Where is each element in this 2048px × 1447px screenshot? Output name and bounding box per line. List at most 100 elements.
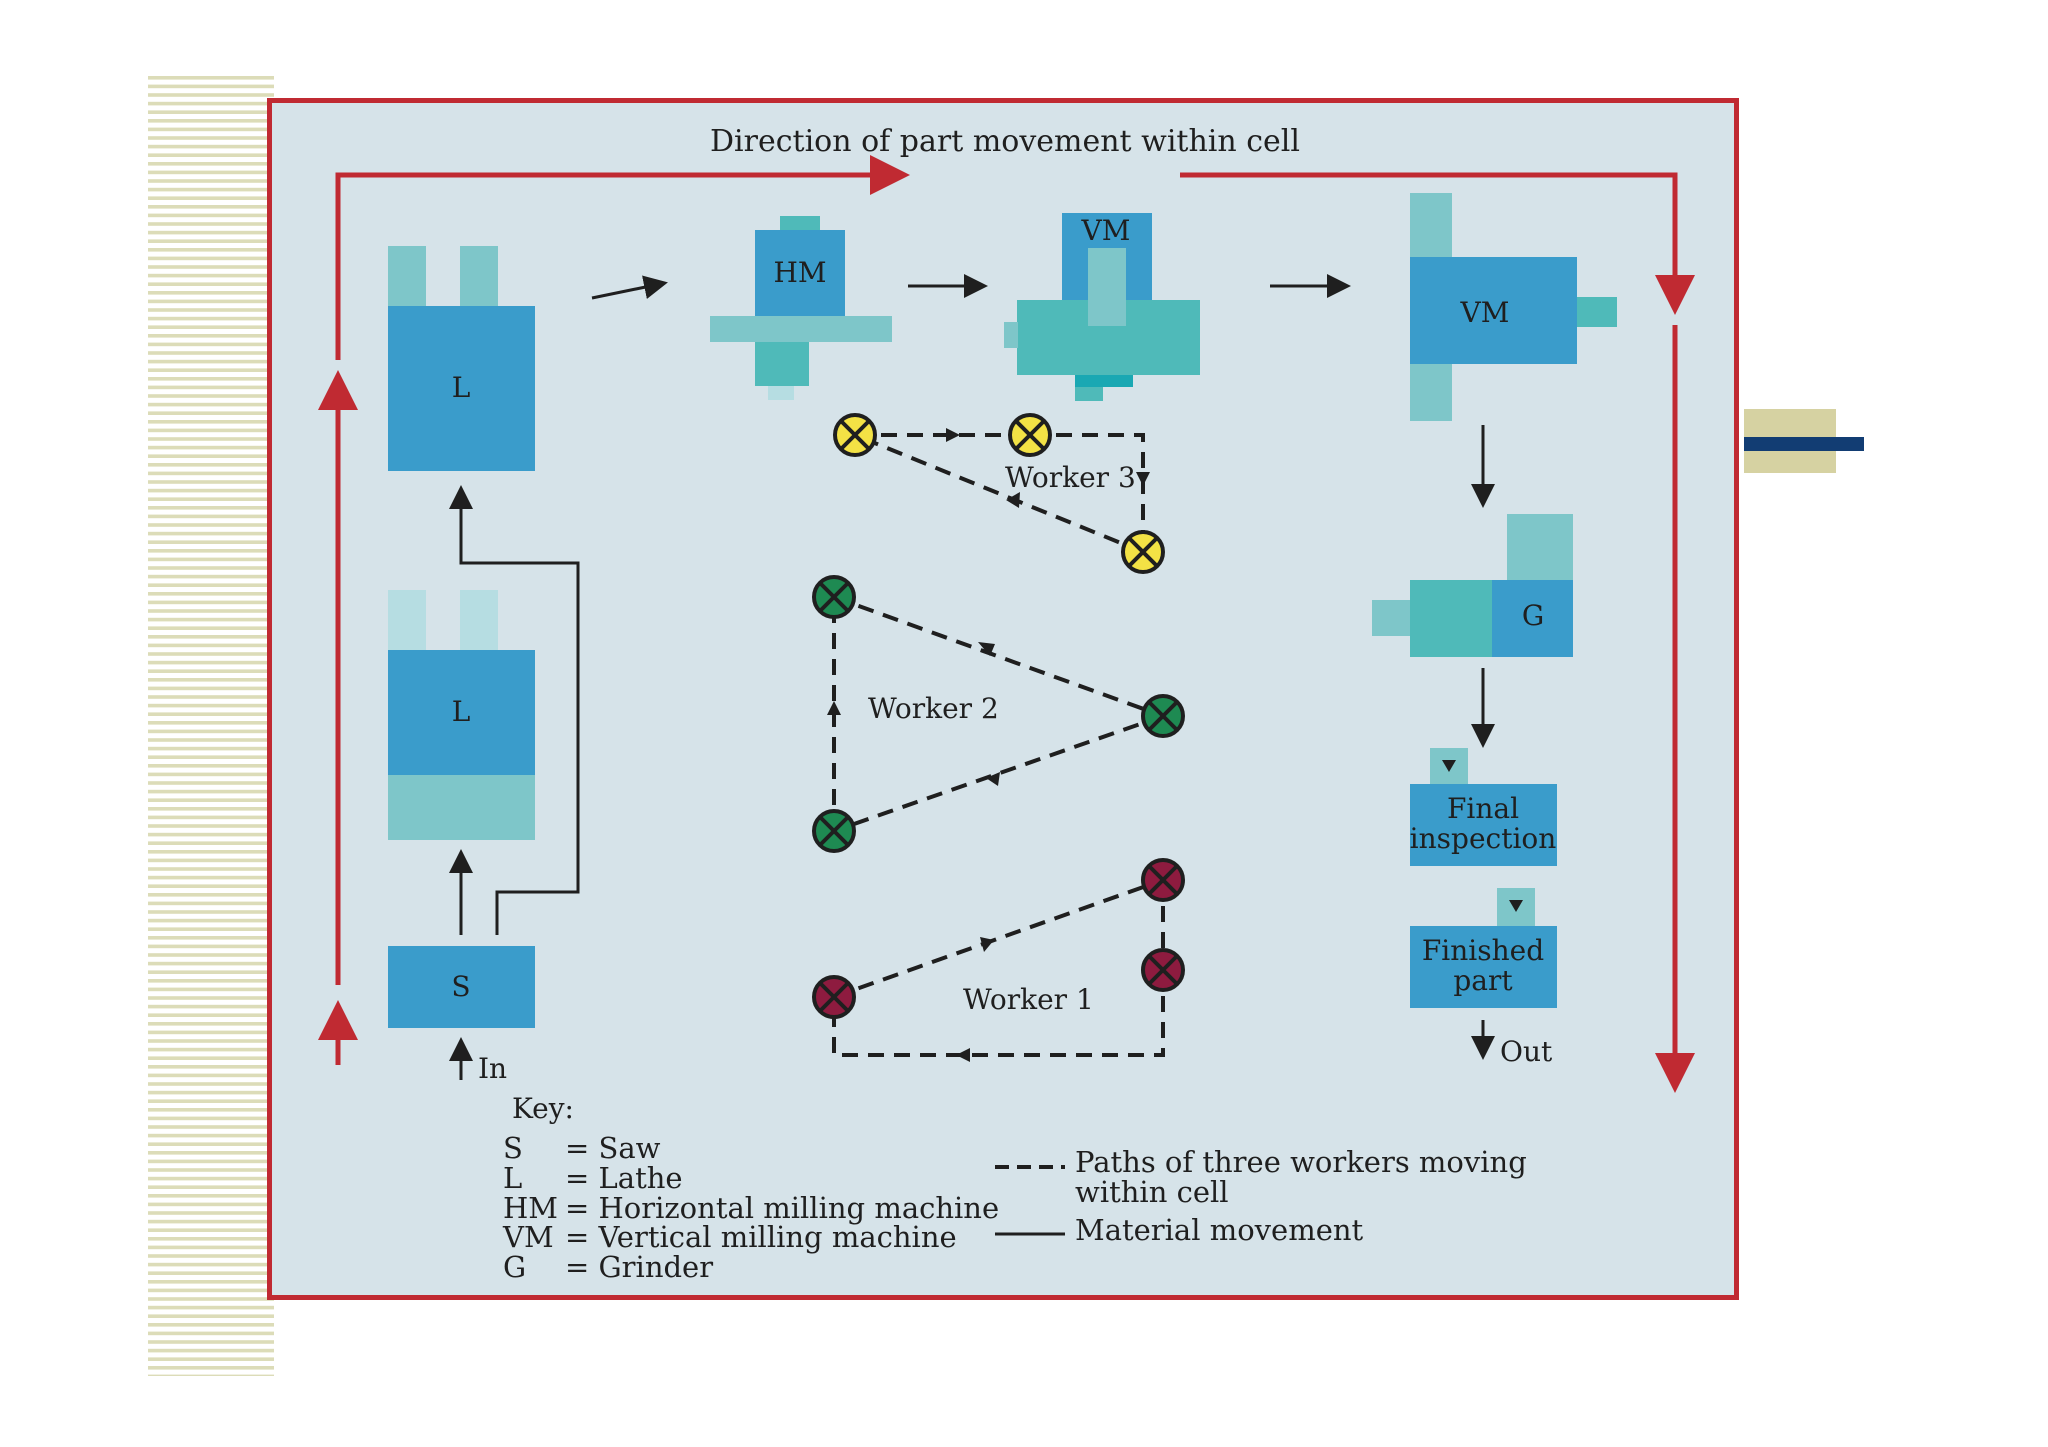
stripe <box>148 1348 274 1353</box>
stripe <box>148 815 274 820</box>
stripe <box>148 867 274 871</box>
stripe <box>148 1022 274 1026</box>
stripe <box>148 1176 274 1181</box>
stripe <box>148 291 274 295</box>
stripe <box>148 540 274 544</box>
stripe <box>148 1125 274 1129</box>
stripe <box>148 910 274 914</box>
stripe <box>148 334 274 338</box>
stripe <box>148 703 274 708</box>
key-item-s-desc: = Saw <box>565 1131 661 1165</box>
key-item-l-desc: = Lathe <box>565 1161 683 1195</box>
key-heading: Key: <box>512 1092 574 1125</box>
stripe <box>148 609 274 613</box>
stripe <box>148 127 274 132</box>
machine-lathe-top: L <box>388 246 535 471</box>
paths-legend-line1: Paths of three workers moving <box>1075 1145 1527 1179</box>
machine-horizontal-mill: HM <box>710 216 892 400</box>
stripe <box>148 1159 274 1164</box>
stripe <box>148 557 274 562</box>
stripe <box>148 402 274 407</box>
stripe <box>148 1133 274 1138</box>
stripe <box>148 729 274 734</box>
stripe <box>148 721 274 725</box>
material-movement <box>449 274 1495 1080</box>
diagram-title: Direction of part movement within cell <box>710 124 1300 159</box>
material-legend: Material movement <box>1075 1213 1364 1247</box>
stripe <box>148 196 274 200</box>
stripe <box>148 342 274 347</box>
stripe <box>148 970 274 974</box>
stripe <box>148 850 274 854</box>
key-item-hm-desc: = Horizontal milling machine <box>565 1191 999 1225</box>
worker2-label: Worker 2 <box>868 692 999 725</box>
machine-saw: S <box>388 946 535 1028</box>
direction-arrow-top-left <box>335 155 910 360</box>
stripe <box>148 832 274 837</box>
stripe <box>148 1219 274 1224</box>
stripe <box>148 695 274 699</box>
stripe <box>148 918 274 923</box>
worker2-station-3 <box>812 809 856 853</box>
stripe <box>148 265 274 269</box>
stripe <box>148 187 274 192</box>
stripe <box>148 1142 274 1146</box>
worker3-station-3 <box>1121 530 1165 574</box>
stripe <box>148 738 274 742</box>
stripe <box>148 893 274 897</box>
stripe <box>148 1185 274 1189</box>
stripe <box>148 996 274 1000</box>
grinder-label: G <box>1522 599 1544 632</box>
stripe <box>148 1004 274 1009</box>
stripe <box>148 600 274 605</box>
stripe <box>148 669 274 673</box>
stripe <box>148 626 274 630</box>
key-item-g-abbr: G <box>503 1250 526 1284</box>
direction-arrow-top-right <box>1180 172 1695 315</box>
stripe <box>148 1331 274 1336</box>
machine-vertical-mill-center: VM <box>1004 213 1200 401</box>
stripe <box>148 1013 274 1017</box>
stripe <box>148 875 274 880</box>
material-arrow-lathe-to-hm <box>591 275 668 300</box>
stripe <box>148 93 274 97</box>
in-label: In <box>478 1052 507 1085</box>
stripe <box>148 953 274 957</box>
machine-grinder: G <box>1372 514 1573 657</box>
stripe <box>148 325 274 329</box>
stripe <box>148 1262 274 1267</box>
stripe <box>148 979 274 983</box>
stripe <box>148 1047 274 1052</box>
stripe <box>148 531 274 536</box>
stripe <box>148 764 274 768</box>
stripe <box>148 1245 274 1250</box>
stripe <box>148 437 274 441</box>
worker1-path <box>832 878 1165 1057</box>
stripe <box>148 1340 274 1344</box>
stripe <box>148 230 274 235</box>
decorative-bar <box>1744 437 1864 451</box>
stripe <box>148 566 274 570</box>
vm-right-label: VM <box>1460 296 1510 329</box>
machine-lathe-bottom: L <box>388 590 535 840</box>
lathe-top-label: L <box>452 371 471 404</box>
stripe <box>148 841 274 845</box>
stripe <box>148 497 274 501</box>
stripe <box>148 205 274 209</box>
stripe <box>148 592 274 596</box>
stripe <box>148 308 274 312</box>
stripe <box>148 1056 274 1060</box>
stripe <box>148 385 274 390</box>
stripe <box>148 471 274 476</box>
stripe <box>148 789 274 794</box>
stripe <box>148 1194 274 1198</box>
stripe <box>148 1254 274 1258</box>
stripe <box>148 428 274 433</box>
stripe <box>148 1280 274 1284</box>
stripe <box>148 755 274 759</box>
stripe <box>148 239 274 243</box>
stripe <box>148 1065 274 1069</box>
stripe <box>148 635 274 639</box>
stripe <box>148 678 274 682</box>
